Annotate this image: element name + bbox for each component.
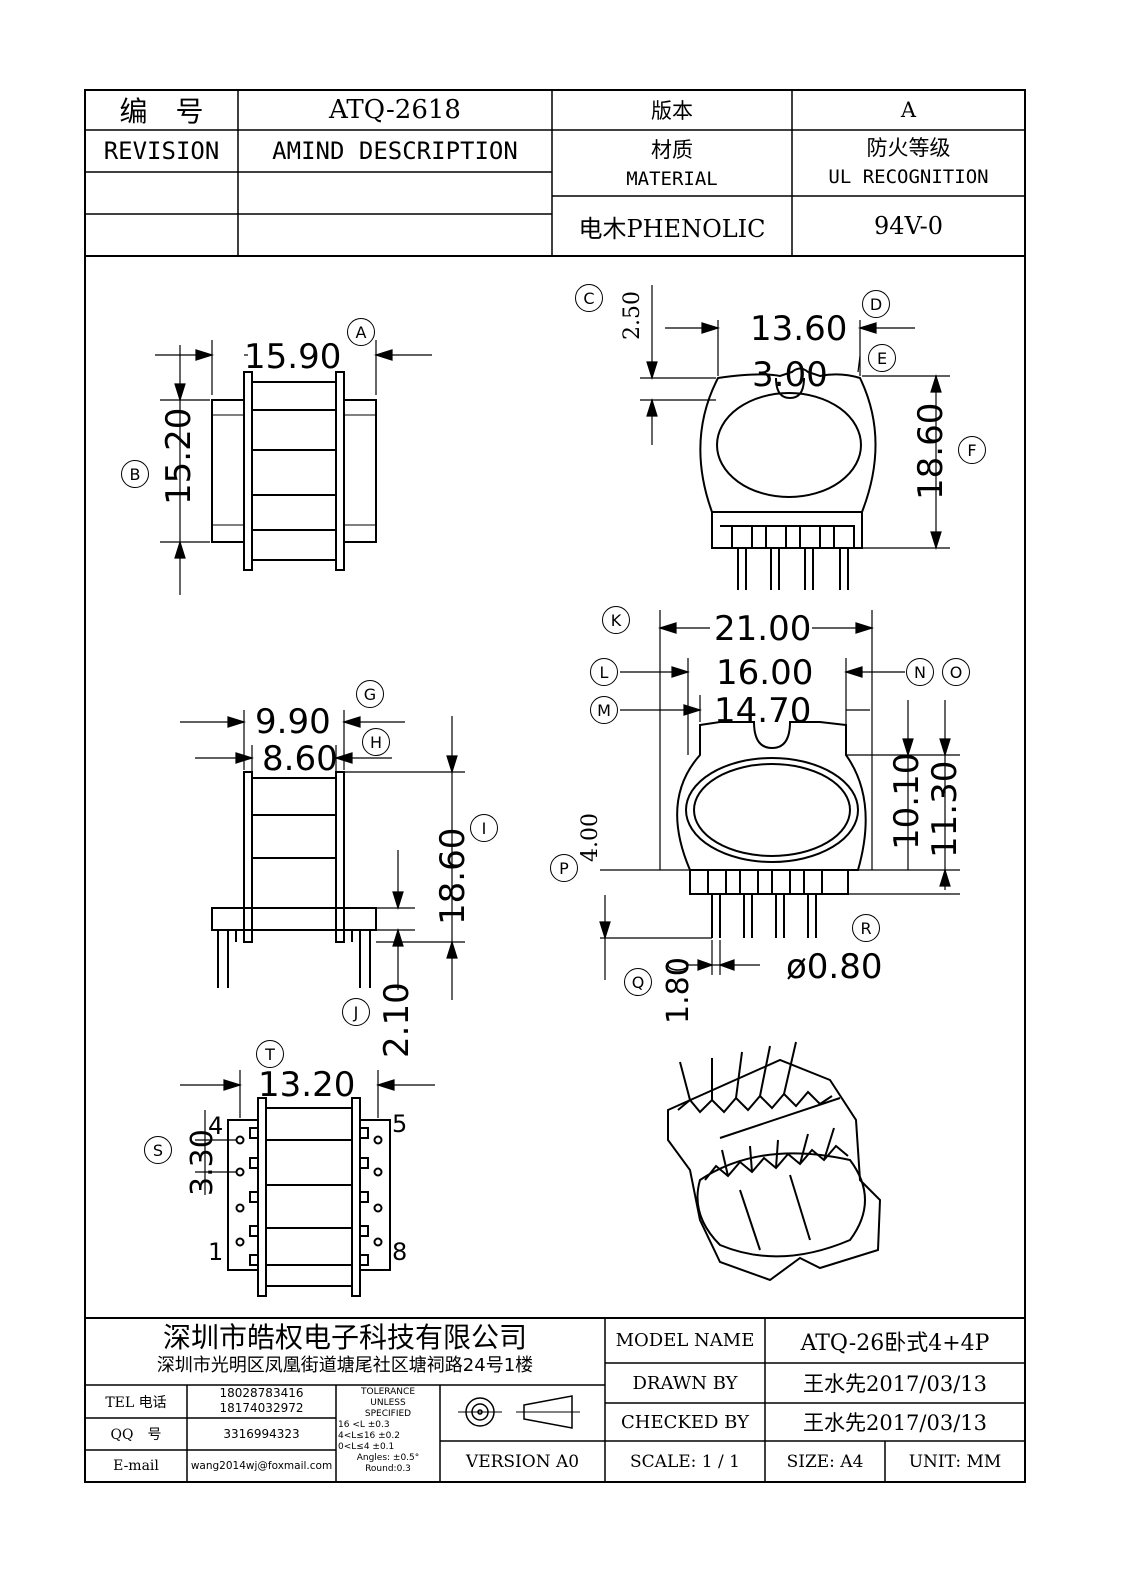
tolerance-line-2: UNLESS [370, 1398, 406, 1408]
dims-bottom-left [180, 1070, 435, 1195]
drawn-by-label: DRAWN BY [632, 1372, 738, 1394]
bubble-k: K [602, 606, 630, 634]
tel-label: TEL 电话 [105, 1394, 167, 1411]
pin-4-label: 4 [208, 1112, 224, 1140]
checked-by-value: 王水先2017/03/13 [802, 1411, 988, 1435]
bubble-t: T [256, 1040, 284, 1068]
tolerance-line-7: Angles: ±0.5° [356, 1453, 420, 1463]
tolerance-line-4: 16 <L ±0.3 [338, 1420, 390, 1430]
bubble-b: B [121, 460, 149, 488]
scale-field: SCALE: 1 / 1 [630, 1451, 740, 1472]
dim-f-value: 18.60 [911, 402, 951, 500]
email-value: wang2014wj@foxmail.com [190, 1460, 333, 1472]
email-label: E-mail [113, 1458, 159, 1474]
company-address: 深圳市光明区凤凰街道塘尾社区塘祠路24号1楼 [156, 1355, 534, 1376]
material-cn-label: 材质 [651, 138, 693, 162]
tolerance-block: TOLERANCE UNLESS SPECIFIED 16 <L ±0.3 4<… [338, 1387, 438, 1481]
dim-n-value: 10.10 [887, 752, 927, 850]
ul-en-label: UL RECOGNITION [828, 166, 989, 188]
view-isometric [667, 1041, 882, 1282]
model-name-label: MODEL NAME [615, 1330, 755, 1351]
dims-top-left [155, 340, 432, 595]
dim-d-value: 13.60 [750, 309, 848, 349]
qq-value: 3316994323 [223, 1427, 300, 1441]
amind-description-label: AMIND DESCRIPTION [272, 137, 518, 165]
dim-l-value: 16.00 [716, 653, 814, 693]
dims-middle-right [599, 610, 960, 980]
dim-q-value: 1.80 [661, 957, 696, 1024]
dim-b-value: 15.20 [159, 407, 199, 505]
company-name: 深圳市皓权电子科技有限公司 [162, 1321, 527, 1354]
tolerance-line-6: 0<L≤4 ±0.1 [338, 1442, 395, 1452]
bubble-h: H [362, 728, 390, 756]
tolerance-line-1: TOLERANCE [360, 1387, 416, 1397]
bubble-p: P [550, 854, 578, 882]
bubble-l: L [590, 658, 618, 686]
tel-value-1: 18028783416 [219, 1386, 304, 1400]
pin-1-label: 1 [208, 1238, 224, 1266]
material-value: 电木PHENOLIC [578, 214, 766, 243]
version-a0: VERSION A0 [465, 1451, 580, 1472]
bubble-n: N [906, 658, 934, 686]
qq-label: QQ 号 [110, 1427, 162, 1443]
unit-field: UNIT: MM [908, 1451, 1002, 1472]
material-en-label: MATERIAL [626, 168, 718, 190]
dim-m-value: 14.70 [714, 691, 812, 731]
bubble-f: F [958, 436, 986, 464]
bubble-r: R [852, 914, 880, 942]
dim-a-value: 15.90 [244, 337, 342, 377]
dim-h-value: 8.60 [262, 739, 338, 779]
bubble-q: Q [624, 968, 652, 996]
dims-middle-left [180, 710, 465, 1000]
bubble-o: O [942, 658, 970, 686]
version-label: 版本 [651, 99, 693, 123]
bubble-s: S [144, 1136, 172, 1164]
view-bottom-left [227, 1097, 391, 1297]
ul-value: 94V-0 [873, 212, 944, 240]
number-label: 编 号 [119, 95, 204, 128]
version-value: A [900, 98, 917, 122]
dim-o-value: 11.30 [925, 760, 965, 858]
bubble-d: D [862, 290, 890, 318]
dim-t-value: 13.20 [258, 1065, 356, 1105]
size-field: SIZE: A4 [786, 1451, 864, 1472]
tolerance-line-8: Round:0.3 [365, 1464, 411, 1474]
dim-c-value: 2.50 [620, 291, 645, 340]
pin-5-label: 5 [392, 1110, 408, 1138]
tel-value-2: 18174032972 [219, 1401, 304, 1415]
view-middle-right [676, 721, 867, 938]
bubble-g: G [356, 680, 384, 708]
bubble-j: J [342, 998, 370, 1026]
dim-r-value: ø0.80 [786, 947, 883, 987]
view-top-left [211, 371, 377, 571]
bubble-e: E [868, 344, 896, 372]
dims-top-right [640, 285, 950, 551]
model-name-value: ATQ-26卧式4+4P [800, 1330, 990, 1356]
number-value: ATQ-2618 [329, 95, 461, 125]
pin-8-label: 8 [392, 1238, 408, 1266]
checked-by-label: CHECKED BY [621, 1411, 749, 1433]
revision-label: REVISION [103, 137, 220, 165]
view-middle-left [211, 771, 377, 988]
dim-k-value: 21.00 [714, 609, 812, 649]
bubble-c: C [575, 284, 603, 312]
bubble-a: A [347, 318, 375, 346]
ul-cn-label: 防火等级 [866, 136, 951, 160]
tel-values: 18028783416 18174032972 [187, 1386, 336, 1418]
dim-i-value: 18.60 [433, 827, 473, 925]
tolerance-line-3: SPECIFIED [364, 1409, 412, 1419]
bubble-i: I [470, 814, 498, 842]
dim-g-value: 9.90 [255, 702, 331, 742]
dim-e-value: 3.00 [752, 355, 828, 395]
view-top-right [699, 367, 877, 590]
tolerance-line-5: 4<L≤16 ±0.2 [338, 1431, 400, 1441]
drawn-by-value: 王水先2017/03/13 [802, 1372, 988, 1396]
bubble-m: M [590, 696, 618, 724]
dim-j-value: 2.10 [377, 982, 417, 1058]
dim-p-value: 4.00 [578, 813, 603, 862]
